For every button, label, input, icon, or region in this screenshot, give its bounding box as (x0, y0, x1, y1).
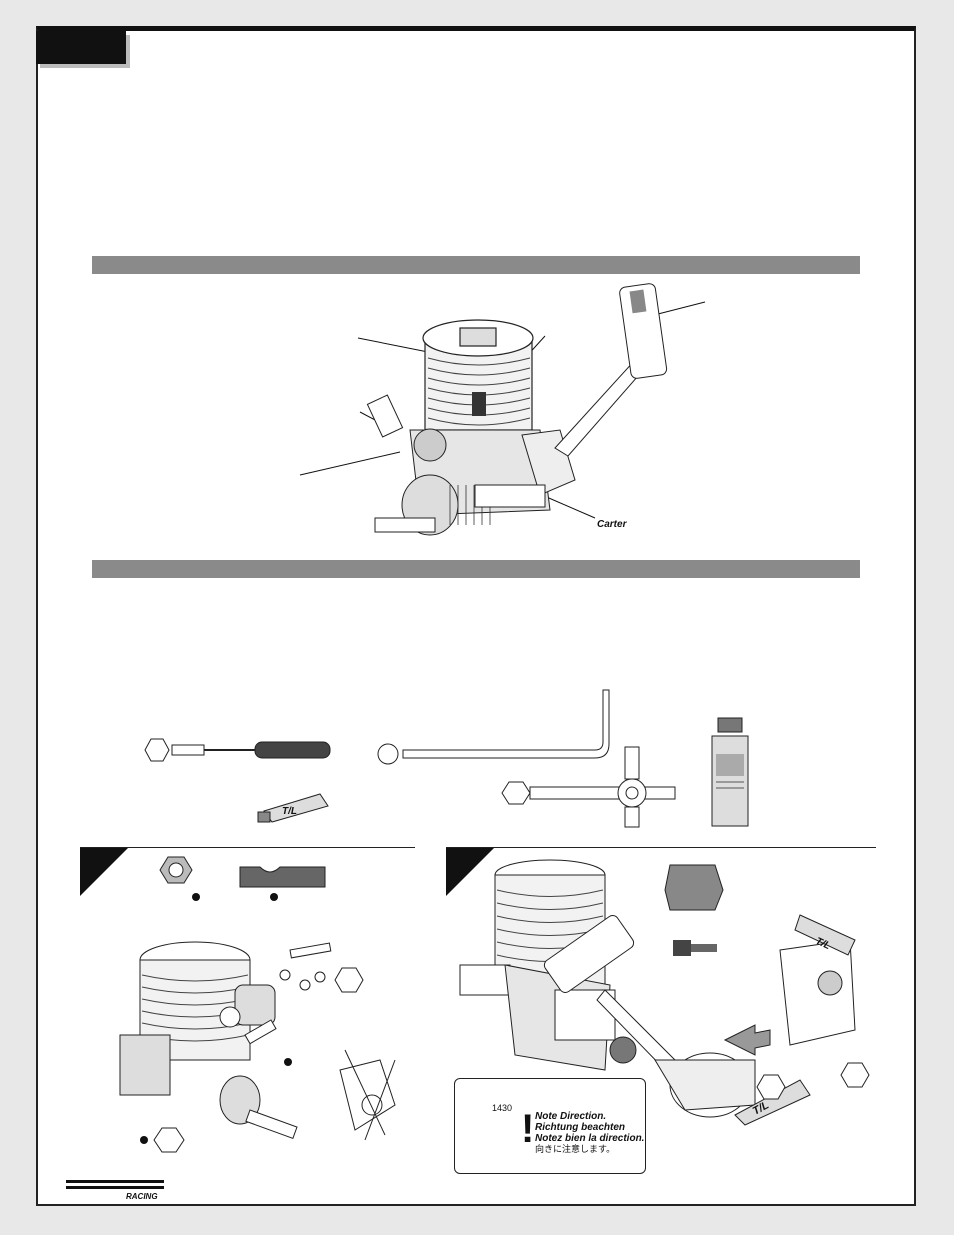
step-one-divider (80, 847, 415, 848)
allen-wrench-tool (377, 689, 610, 765)
note-direction-en: Note Direction. (535, 1111, 607, 1122)
step-two-corner (446, 848, 494, 896)
note-direction-fr: Notez bien la direction. (535, 1133, 645, 1144)
step-one-corner (80, 848, 128, 896)
hex-screwdriver-tool (144, 738, 331, 762)
section-header-bar-tools (92, 560, 860, 578)
hpi-racing-logo: RACING (66, 1180, 164, 1201)
cross-wrench-tool (501, 746, 676, 828)
thread-lock-tube-small: T/L (257, 793, 329, 823)
note-direction-jp: 向きに注意します。 (535, 1144, 616, 1154)
part-number: 1430 (492, 1103, 513, 1113)
step-one-illustration (119, 856, 396, 1153)
warning-exclamation-icon: ! (521, 1107, 535, 1151)
note-direction-de: Richtung beachten (535, 1122, 626, 1133)
carter-label: Carter (597, 519, 627, 530)
direction-note-inset: 1430 ! Note Direction. Richtung beachten… (454, 1078, 646, 1174)
engine-overview-illustration (299, 283, 706, 536)
svg-text:RACING: RACING (126, 1192, 158, 1201)
section-header-bar-engine (92, 256, 860, 274)
tube-label-small: T/L (282, 806, 297, 817)
step-two-divider (446, 847, 876, 848)
page-number-tab (36, 31, 126, 64)
step-two-illustration: T/L T/L (459, 859, 870, 1126)
fuel-bottle (711, 717, 749, 827)
